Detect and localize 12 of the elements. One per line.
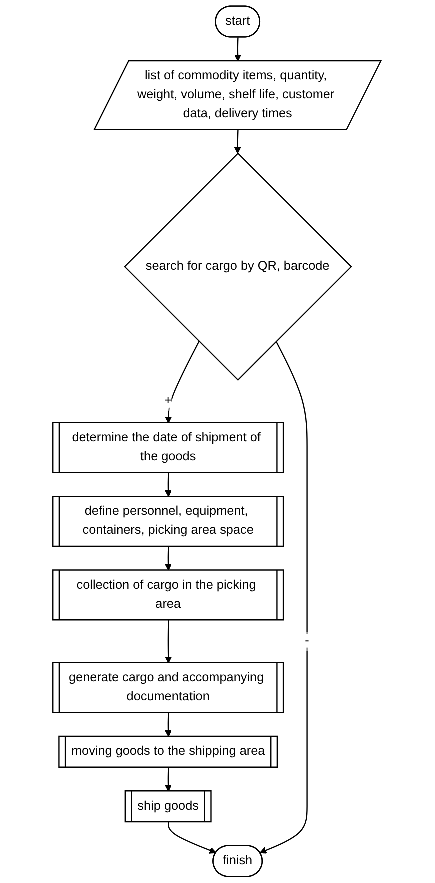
- arrow: [234, 130, 242, 154]
- arrow: [168, 822, 217, 854]
- arrow: [165, 713, 172, 738]
- arrow: [165, 546, 172, 571]
- edge-label: +: [165, 394, 172, 408]
- arrow: [165, 768, 172, 792]
- arrow: [260, 341, 308, 854]
- edge-label: -: [306, 634, 310, 648]
- node-diamond: search for cargo by QR, barcode: [124, 152, 353, 382]
- arrow: [234, 38, 242, 62]
- arrow: [166, 620, 172, 664]
- arrow: [165, 473, 172, 498]
